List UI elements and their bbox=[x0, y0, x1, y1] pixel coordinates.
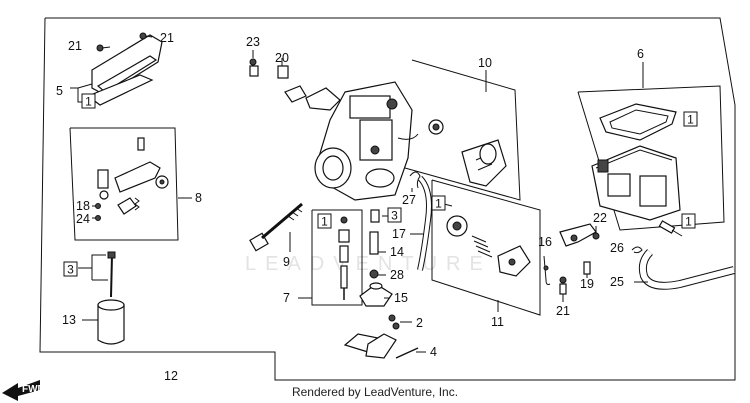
part-6-float-bowl[interactable] bbox=[591, 145, 681, 221]
part-6-drain-screw[interactable] bbox=[658, 220, 676, 234]
part-10-diaphragm-assembly[interactable] bbox=[428, 119, 507, 187]
part-5-cover-plate[interactable] bbox=[86, 34, 163, 106]
carb-bracket-plate[interactable] bbox=[305, 87, 341, 111]
part-28-washer[interactable] bbox=[369, 269, 379, 279]
svg-text:3: 3 bbox=[391, 209, 398, 223]
callout-5: 5 bbox=[56, 84, 63, 98]
part-3-pilot-jet[interactable] bbox=[370, 209, 380, 223]
part-21-screw-lower[interactable] bbox=[559, 276, 567, 295]
boxed-label-1-gasket: 1 bbox=[683, 111, 698, 127]
carburetor-body[interactable] bbox=[314, 81, 419, 201]
callout-6: 6 bbox=[637, 47, 644, 61]
callout-25: 25 bbox=[610, 275, 624, 289]
part-15-float-valve[interactable] bbox=[359, 282, 393, 307]
callout-7: 7 bbox=[283, 291, 290, 305]
boxed-label-3-pilot-jet: 3 bbox=[387, 207, 402, 223]
part-19-bolt[interactable] bbox=[583, 261, 591, 275]
part-8-throttle-linkage[interactable] bbox=[95, 137, 169, 221]
svg-text:3: 3 bbox=[67, 263, 74, 277]
callout-10: 10 bbox=[478, 56, 492, 70]
callout-16: 16 bbox=[538, 235, 552, 249]
callout-26: 26 bbox=[610, 241, 624, 255]
callout-19: 19 bbox=[580, 277, 594, 291]
callout-24: 24 bbox=[76, 212, 90, 226]
forward-arrow-icon: FWD bbox=[2, 380, 45, 401]
callout-12: 12 bbox=[164, 369, 178, 383]
boxed-label-3-needle: 3 bbox=[63, 261, 78, 277]
assembly-border bbox=[39, 17, 736, 381]
part-13-cylinder[interactable] bbox=[97, 299, 125, 345]
svg-text:1: 1 bbox=[435, 197, 442, 211]
svg-text:1: 1 bbox=[85, 95, 92, 109]
part-26-clip[interactable] bbox=[631, 246, 643, 254]
part-6-gasket[interactable] bbox=[599, 103, 677, 141]
callout-13: 13 bbox=[62, 313, 76, 327]
part-25-drain-hose[interactable] bbox=[638, 249, 736, 290]
part-4-float[interactable] bbox=[343, 333, 419, 359]
part-20-bracket[interactable] bbox=[277, 65, 307, 103]
part-9-long-bolt[interactable] bbox=[249, 202, 303, 252]
part-22-throttle-arm[interactable] bbox=[559, 223, 597, 247]
callout-28: 28 bbox=[390, 268, 404, 282]
callout-21-left: 21 bbox=[68, 39, 82, 53]
callout-20: 20 bbox=[275, 51, 289, 65]
callout-11: 11 bbox=[491, 315, 504, 329]
svg-text:1: 1 bbox=[687, 113, 694, 127]
part-7-jet-set[interactable] bbox=[338, 216, 350, 300]
callout-22: 22 bbox=[593, 211, 607, 225]
part-17-fuel-hose[interactable] bbox=[417, 175, 432, 271]
callout-23: 23 bbox=[246, 35, 260, 49]
callout-8: 8 bbox=[195, 191, 202, 205]
callout-21-top: 21 bbox=[160, 31, 174, 45]
callout-14: 14 bbox=[390, 245, 404, 259]
part-23-screw[interactable] bbox=[249, 58, 259, 77]
callout-2: 2 bbox=[416, 316, 423, 330]
part-11-accelerator-pump[interactable] bbox=[446, 215, 531, 277]
callout-9: 9 bbox=[283, 255, 290, 269]
callout-18: 18 bbox=[76, 199, 90, 213]
callout-17: 17 bbox=[392, 227, 406, 241]
callout-21-bottom: 21 bbox=[556, 304, 570, 318]
part-22-small-screw[interactable] bbox=[592, 232, 600, 240]
boxed-label-1-pump: 1 bbox=[431, 195, 446, 211]
boxed-label-1-jet-set: 1 bbox=[317, 213, 332, 229]
part-3-jet-needle[interactable] bbox=[107, 251, 116, 298]
part-8-group-outline bbox=[69, 127, 179, 241]
callout-15: 15 bbox=[394, 291, 408, 305]
part-16-link-arm[interactable] bbox=[543, 255, 551, 285]
part-7-group-outline bbox=[311, 209, 363, 306]
callout-27: 27 bbox=[402, 193, 416, 207]
boxed-label-1-drain-screw: 1 bbox=[681, 213, 696, 229]
svg-text:1: 1 bbox=[321, 215, 328, 229]
part-14-main-jet[interactable] bbox=[369, 231, 379, 255]
part-27-clip[interactable] bbox=[409, 171, 421, 189]
forward-label: FWD bbox=[22, 384, 45, 395]
footer-credit: Rendered by LeadVenture, Inc. bbox=[291, 385, 459, 399]
part-10-group-outline bbox=[404, 59, 521, 201]
part-2-screw-pair[interactable] bbox=[388, 314, 400, 330]
screw-21-right-icon[interactable] bbox=[139, 32, 147, 40]
part-11-group-outline bbox=[431, 179, 541, 316]
callout-4: 4 bbox=[430, 345, 437, 359]
boxed-label-1-top-left: 1 bbox=[81, 93, 96, 109]
svg-text:1: 1 bbox=[685, 215, 692, 229]
